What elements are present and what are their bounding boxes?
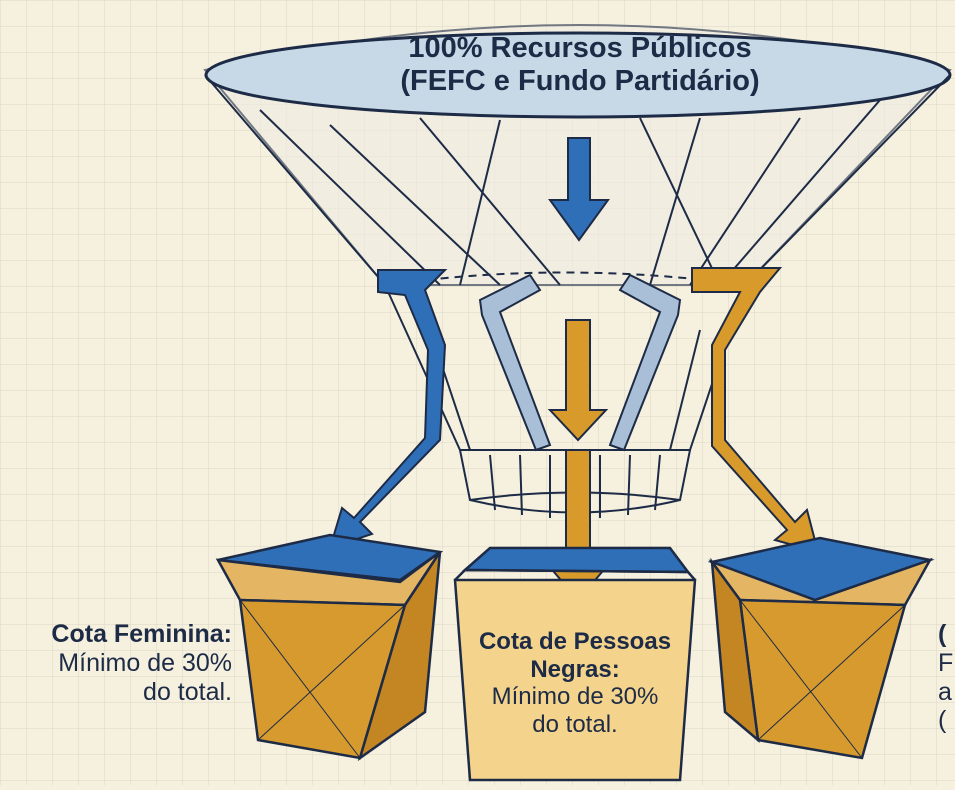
right-quota-char2: a <box>938 677 952 706</box>
funnel-title-line2: (FEFC e Fundo Partidário) <box>400 65 760 98</box>
center-quota-title2: Negras: <box>530 655 620 683</box>
left-quota-line2: do total. <box>143 677 232 706</box>
center-quota-line1: Mínimo de 30% <box>491 683 659 711</box>
right-quota-label-partial: ( F a ( <box>938 620 955 735</box>
left-quota-title: Cota Feminina: <box>51 620 232 648</box>
center-quota-title1: Cota de Pessoas <box>478 628 672 655</box>
funnel-title: 100% Recursos Públicos (FEFC e Fundo Par… <box>360 32 800 99</box>
center-quota-label: Cota de Pessoas Negras: Mínimo de 30% do… <box>458 628 692 738</box>
left-quota-box <box>215 533 444 762</box>
left-quota-line1: Mínimo de 30% <box>58 648 232 677</box>
right-quota-box <box>707 536 935 760</box>
right-quota-char0: ( <box>938 620 947 648</box>
right-quota-char1: F <box>938 648 954 677</box>
funnel-title-line1: 100% Recursos Públicos <box>408 32 752 64</box>
top-blue-arrow <box>548 137 610 242</box>
left-quota-label: Cota Feminina: Mínimo de 30% do total. <box>12 620 232 706</box>
right-quota-char3: ( <box>938 706 947 735</box>
center-quota-line2: do total. <box>532 710 618 738</box>
center-quota-box <box>453 546 697 782</box>
inner-light-arrows <box>478 273 682 452</box>
